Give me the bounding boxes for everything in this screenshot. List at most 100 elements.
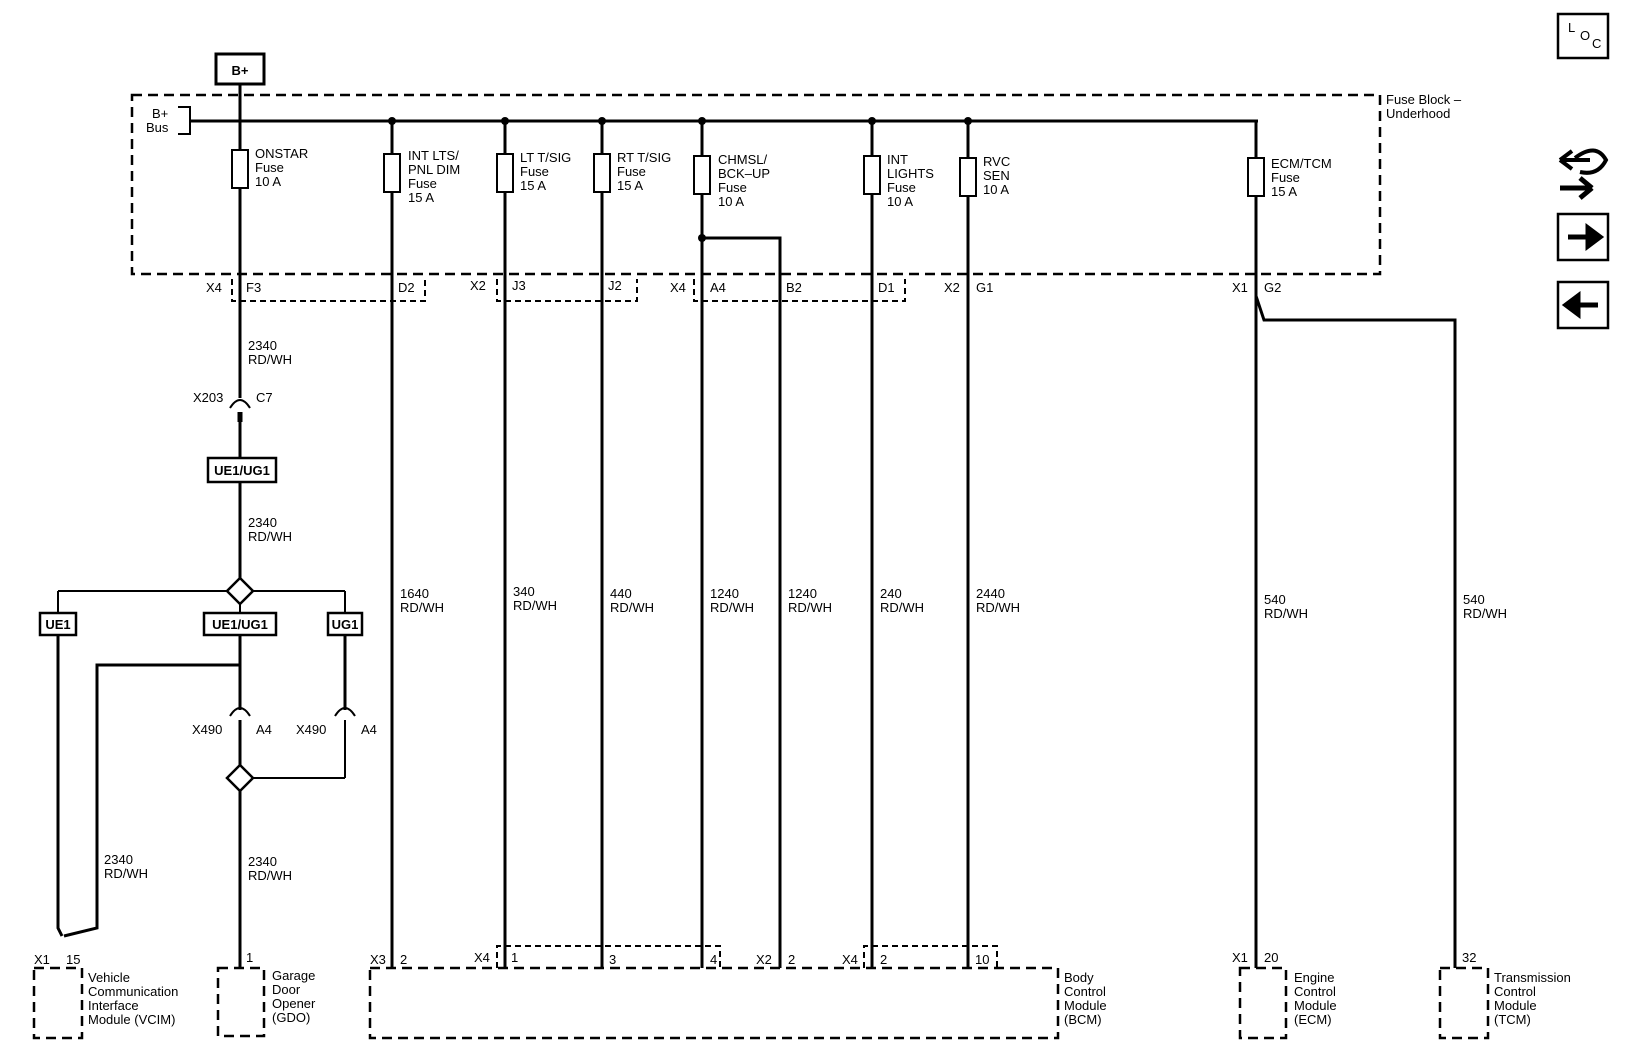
fuse-rt-tsig	[593, 153, 611, 193]
module-name: (TCM)	[1494, 1012, 1531, 1027]
connector-label: G1	[976, 280, 993, 295]
module-pin-label: 20	[1264, 950, 1278, 965]
fuse-ecm-tcm	[1247, 157, 1265, 197]
fuse-label: PNL DIM	[408, 162, 460, 177]
connector-label: B2	[786, 280, 802, 295]
connector-label: X2	[470, 278, 486, 293]
module-name: Transmission	[1494, 970, 1571, 985]
inline-connector-label: C7	[256, 390, 273, 405]
bus-label-2: Bus	[146, 120, 169, 135]
wire-color: RD/WH	[710, 600, 754, 615]
fuse-label: RVC	[983, 154, 1010, 169]
fuse-label: Fuse	[887, 180, 916, 195]
x203-connector-symbol	[229, 399, 251, 409]
wire-tcm	[1254, 295, 1457, 968]
fuse-rvc-sen	[959, 157, 977, 197]
connector-label: X4	[206, 280, 222, 295]
inline-connector-label: X203	[193, 390, 223, 405]
bcm-connector-x4b-outline	[863, 945, 998, 968]
fuse-label: INT LTS/	[408, 148, 459, 163]
wire-color: RD/WH	[248, 352, 292, 367]
module-name: Module (VCIM)	[88, 1012, 175, 1027]
module-name: Interface	[88, 998, 139, 1013]
wire-circuit: 2340	[104, 852, 133, 867]
module-pin-label: 2	[880, 952, 887, 967]
wire-color: RD/WH	[1463, 606, 1507, 621]
connector-arrow-icon[interactable]	[1560, 176, 1594, 200]
wire-circuit: 440	[610, 586, 632, 601]
module-name: Control	[1294, 984, 1336, 999]
splice-diamond	[225, 576, 255, 606]
fuse-label: LT T/SIG	[520, 150, 571, 165]
fuse-label: ECM/TCM	[1271, 156, 1332, 171]
module-gdo-outline	[216, 966, 266, 1038]
wire-circuit: 1240	[788, 586, 817, 601]
inline-connector-label: A4	[361, 722, 377, 737]
loc-button[interactable]: L O C	[1556, 12, 1610, 60]
loc-icon[interactable]	[1556, 12, 1610, 60]
prev-page-button[interactable]	[1556, 280, 1610, 330]
module-name: Communication	[88, 984, 178, 999]
module-pin-label: X3	[370, 952, 386, 967]
module-name: Control	[1064, 984, 1106, 999]
next-page-button[interactable]	[1556, 212, 1610, 262]
module-pin-label: 1	[246, 950, 253, 965]
wire-circuit: 2340	[248, 854, 277, 869]
wire-color: RD/WH	[248, 529, 292, 544]
fuse-label: ONSTAR	[255, 146, 308, 161]
fuse-onstar	[231, 149, 249, 189]
module-pin-label: 2	[788, 952, 795, 967]
wire-ue1-vcim	[56, 635, 64, 937]
fuse-label: 10 A	[718, 194, 744, 209]
connector-x4-outline	[231, 279, 426, 302]
fuse-label: 10 A	[255, 174, 281, 189]
module-name: Module	[1064, 998, 1107, 1013]
bcm-connector-x4-outline	[496, 945, 721, 968]
module-name: (GDO)	[272, 1010, 310, 1025]
fuse-int-lts	[383, 153, 401, 193]
module-name: Control	[1494, 984, 1536, 999]
loc-label-3: C	[1592, 36, 1601, 51]
module-pin-label: 15	[66, 952, 80, 967]
fuse-lt-tsig	[496, 153, 514, 193]
connector-view-button[interactable]	[1558, 148, 1609, 200]
wire-color: RD/WH	[1264, 606, 1308, 621]
module-pin-label: 2	[400, 952, 407, 967]
connector-label: F3	[246, 280, 261, 295]
fuse-label: RT T/SIG	[617, 150, 671, 165]
wire-circuit: 1240	[710, 586, 739, 601]
wire-circuit: 2340	[248, 338, 277, 353]
fuse-label: 15 A	[520, 178, 546, 193]
wire-junction	[698, 234, 706, 242]
module-pin-label: X4	[474, 950, 490, 965]
module-name: Opener	[272, 996, 316, 1011]
module-vcim-outline	[32, 966, 84, 1040]
fuse-block-name-1: Fuse Block –	[1386, 92, 1462, 107]
module-pin-label: 3	[609, 952, 616, 967]
fuse-label: CHMSL/	[718, 152, 768, 167]
wire-color: RD/WH	[400, 600, 444, 615]
fuse-int-lights	[863, 155, 881, 195]
fuse-label: Fuse	[1271, 170, 1300, 185]
module-name: Garage	[272, 968, 315, 983]
connector-label: X1	[1232, 280, 1248, 295]
wire-color: RD/WH	[610, 600, 654, 615]
fuse-label: 10 A	[887, 194, 913, 209]
connector-x4b-outline	[693, 279, 906, 302]
module-name: Vehicle	[88, 970, 130, 985]
power-source-label: B+	[232, 63, 249, 78]
fuse-chmsl	[693, 155, 711, 195]
bus-label-1: B+	[152, 106, 168, 121]
fuse-label: INT	[887, 152, 908, 167]
fuse-block-name-2: Underhood	[1386, 106, 1450, 121]
fuse-label: LIGHTS	[887, 166, 934, 181]
inline-connector-label: A4	[256, 722, 272, 737]
module-name: Module	[1294, 998, 1337, 1013]
wire-circuit: 340	[513, 584, 535, 599]
fuse-block-outline	[130, 93, 1382, 276]
wire-circuit: 1640	[400, 586, 429, 601]
wire-circuit: 240	[880, 586, 902, 601]
connector-swap-icon[interactable]	[1558, 148, 1609, 175]
fuse-label: Fuse	[520, 164, 549, 179]
module-name: Engine	[1294, 970, 1334, 985]
